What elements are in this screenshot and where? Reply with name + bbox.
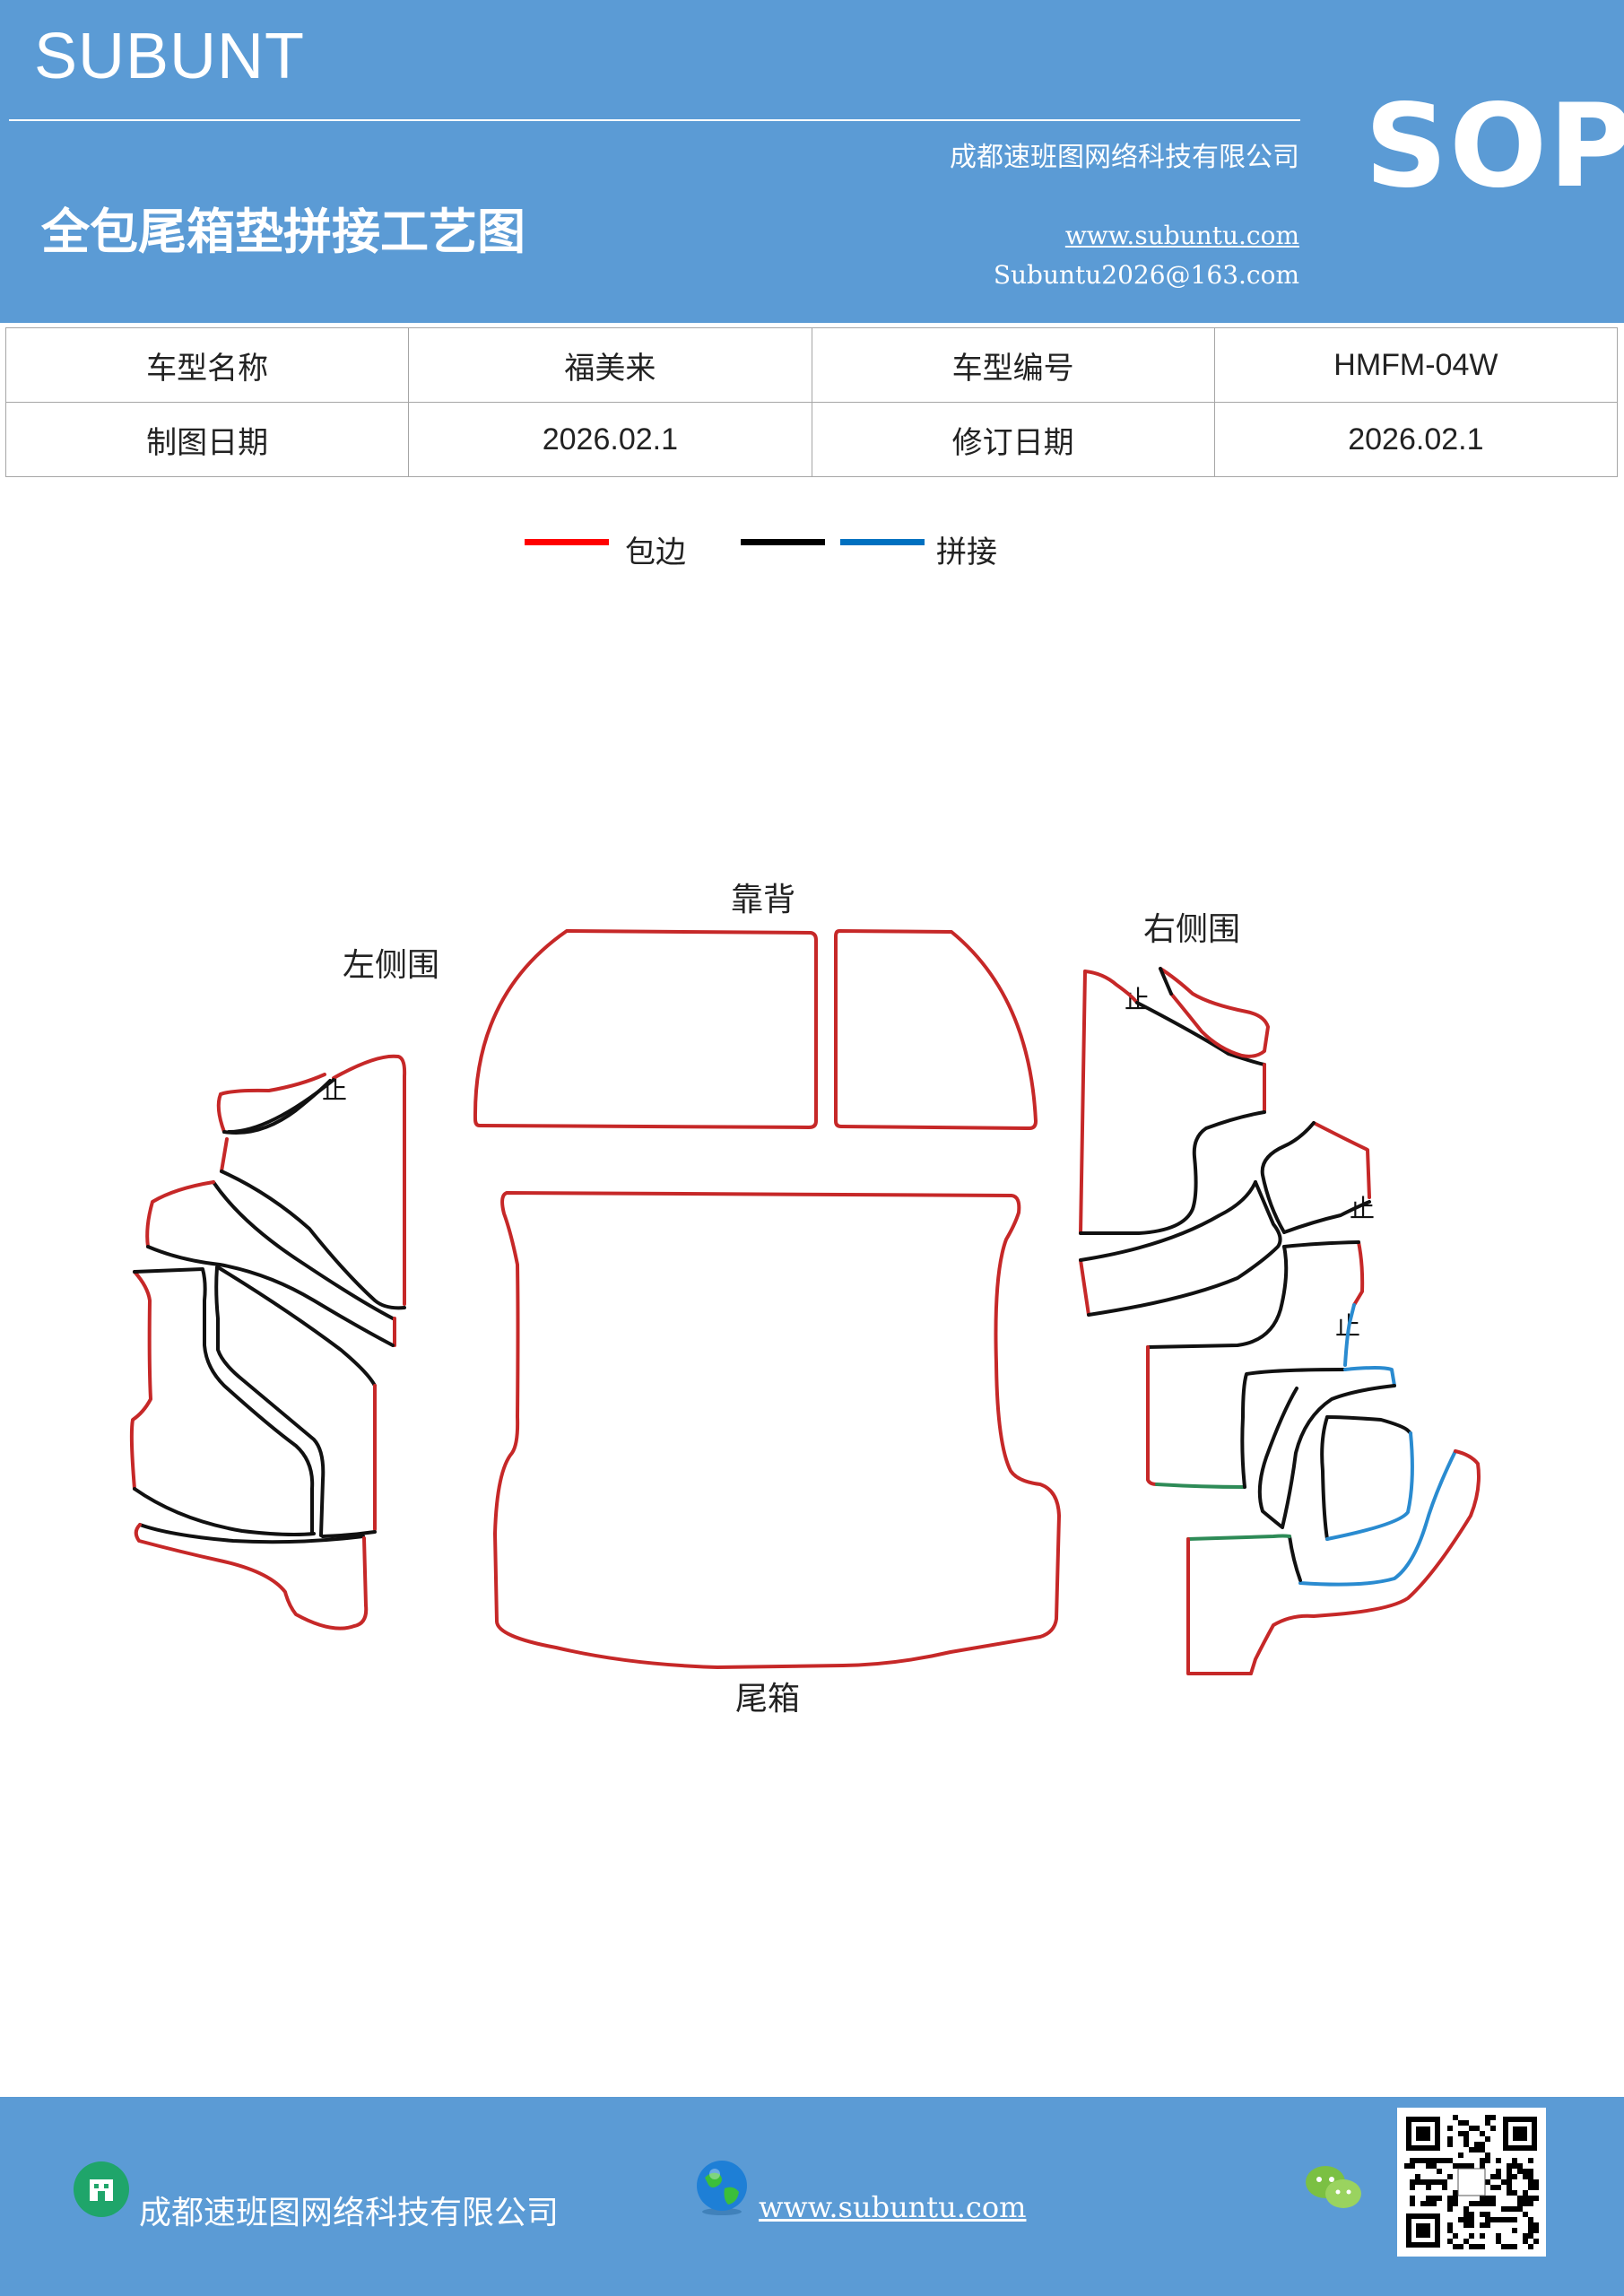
label-back: 靠背 (731, 882, 795, 918)
backrest-right-panel (834, 929, 1038, 1130)
footer-company: 成都速班图网络科技有限公司 (139, 2195, 560, 2231)
brand-name: SUBUNT (34, 21, 306, 92)
footer-banner: 成都速班图网络科技有限公司 www.subuntu.com (0, 2097, 1624, 2296)
legend-swatch-seam (741, 539, 825, 545)
table-row: 车型名称 福美来 车型编号 HMFM-04W (4, 327, 1619, 403)
legend-label-splice: 拼接 (936, 535, 997, 570)
stop-mark: 止 (1125, 985, 1150, 1014)
email-address[interactable]: Subuntu2026@163.com (993, 260, 1299, 290)
document-title: 全包尾箱垫拼接工艺图 (41, 204, 525, 260)
qr-code[interactable] (1397, 2108, 1546, 2257)
wechat-icon[interactable] (1304, 2163, 1363, 2217)
building-icon (72, 2160, 131, 2222)
legend-swatch-splice (840, 539, 925, 545)
table-row: 制图日期 2026.02.1 修订日期 2026.02.1 (4, 402, 1619, 477)
legend: 包边 拼接 (0, 527, 1624, 581)
model-name-label: 车型名称 (4, 327, 410, 403)
company-name: 成都速班图网络科技有限公司 (950, 142, 1299, 173)
trunk-mat-diagram: 靠背 左侧围 右侧围 尾箱 止 止 止 止 (129, 882, 1481, 1718)
trunk-main-panel (493, 1191, 1061, 1669)
revise-date-label: 修订日期 (811, 402, 1215, 477)
legend-label-edge: 包边 (625, 535, 686, 570)
legend-swatch-edge (525, 539, 609, 545)
footer-website-link[interactable]: www.subuntu.com (759, 2190, 1027, 2224)
header-divider (9, 119, 1300, 121)
right-side-pieces (1079, 967, 1481, 1675)
globe-icon (692, 2158, 751, 2221)
draw-date-label: 制图日期 (4, 402, 410, 477)
label-right-side: 右侧围 (1143, 911, 1240, 948)
label-trunk: 尾箱 (735, 1681, 800, 1718)
draw-date-value: 2026.02.1 (408, 402, 812, 477)
model-code-label: 车型编号 (811, 327, 1215, 403)
website-link[interactable]: www.subuntu.com (1064, 221, 1299, 250)
model-code-value: HMFM-04W (1213, 327, 1619, 403)
backrest-left-panel (473, 929, 818, 1129)
sop-badge: SOP (1365, 80, 1624, 213)
revise-date-value: 2026.02.1 (1213, 402, 1619, 477)
header-banner: SUBUNT 成都速班图网络科技有限公司 全包尾箱垫拼接工艺图 www.subu… (0, 0, 1624, 323)
info-table: 车型名称 福美来 车型编号 HMFM-04W 制图日期 2026.02.1 修订… (4, 327, 1619, 477)
left-side-pieces (129, 1054, 407, 1631)
model-name-value: 福美来 (408, 327, 812, 403)
label-left-side: 左侧围 (343, 947, 439, 984)
